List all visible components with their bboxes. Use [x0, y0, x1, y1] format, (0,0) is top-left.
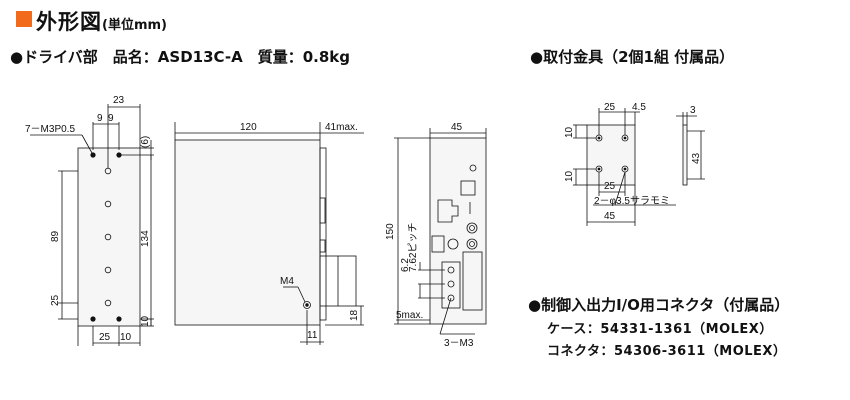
bracket-dim-3: 3	[690, 105, 696, 116]
title-marker	[16, 11, 32, 27]
front-hole	[90, 152, 96, 158]
connector-body-spec: コネクタ：54306-3611（MOLEX）	[547, 344, 787, 359]
rear-port	[431, 235, 445, 253]
bracket-dim-10b: 10	[564, 170, 575, 182]
dimension-labels: 23 9 9 7－M3P0.5 (6) 134 89 25 10 25 10 1…	[25, 95, 702, 349]
side-heatsink-fin	[319, 239, 326, 253]
dim-11: 11	[307, 330, 318, 341]
dim-18: 18	[349, 309, 360, 321]
dim-pitch: 7.62ピッチ	[407, 223, 419, 272]
dim-23: 23	[113, 95, 125, 106]
dim-150: 150	[385, 223, 396, 240]
rear-io-connector	[462, 251, 483, 311]
side-heatsink-fin	[319, 197, 326, 224]
bracket-dim-25-top: 25	[604, 102, 616, 113]
dim-120: 120	[240, 122, 257, 133]
rear-dial	[466, 238, 478, 250]
front-terminal-screw	[104, 167, 112, 175]
hole-spec-m3: 7－M3P0.5	[25, 124, 75, 135]
rear-slot	[437, 199, 459, 223]
title-unit: (単位mm)	[102, 18, 167, 33]
bracket-view	[573, 108, 705, 226]
dim-45: 45	[451, 122, 463, 133]
connector-heading: ●制御入出力I/O用コネクタ（付属品）	[528, 296, 790, 314]
bracket-plate	[586, 124, 636, 186]
front-terminal-screw	[104, 233, 112, 241]
dim-6: (6)	[140, 136, 151, 148]
rear-terminal-block	[441, 261, 461, 309]
bracket-side-profile	[682, 124, 688, 186]
dim-89: 89	[50, 230, 61, 242]
front-terminal-screw	[104, 200, 112, 208]
dim-9a: 9	[97, 113, 103, 124]
page-title: 外形図(単位mm)	[36, 10, 167, 34]
dim-10-vertical: 10	[140, 315, 151, 327]
dim-10-horizontal: 10	[120, 332, 132, 343]
bracket-dim-43: 43	[691, 152, 702, 164]
side-view	[174, 122, 364, 345]
dim-41max: 41max.	[325, 122, 358, 133]
connector-case-spec: ケース：54331-1361（MOLEX）	[547, 322, 773, 337]
front-hole	[90, 316, 96, 322]
dim-134: 134	[140, 230, 151, 247]
ground-screw	[303, 301, 311, 309]
bracket-heading: ●取付金具（2個1組 付属品）	[530, 48, 735, 66]
dim-6-2: 6.2	[400, 258, 411, 272]
side-heatsink	[319, 147, 327, 321]
front-view	[30, 104, 154, 346]
front-hole	[116, 316, 122, 322]
rear-dial	[466, 222, 478, 234]
front-terminal-screw	[104, 299, 112, 307]
rear-switch	[460, 180, 476, 196]
bracket-dim-25-mid: 25	[604, 181, 616, 192]
bracket-dim-4-5: 4.5	[632, 102, 646, 113]
screw-spec-m4: M4	[280, 276, 294, 287]
bracket-hole-spec: 2－φ3.5サラモミ	[594, 195, 670, 207]
front-terminal-screw	[104, 266, 112, 274]
bracket-dim-10a: 10	[564, 126, 575, 138]
dim-25-horizontal: 25	[99, 332, 111, 343]
dim-9b: 9	[108, 113, 114, 124]
front-panel-outline	[77, 147, 141, 327]
rear-dial	[447, 238, 459, 250]
rear-case-outline	[429, 137, 487, 325]
rear-view	[394, 128, 487, 335]
side-case-outline	[174, 139, 321, 326]
dim-25-vertical: 25	[50, 294, 61, 306]
driver-heading: ●ドライバ部 品名：ASD13C-A 質量：0.8kg	[10, 48, 350, 66]
screw-spec-3-m3: 3－M3	[444, 338, 474, 349]
rear-led	[469, 164, 477, 172]
dim-5max: 5max.	[396, 310, 423, 321]
bracket-dim-45: 45	[604, 211, 616, 222]
